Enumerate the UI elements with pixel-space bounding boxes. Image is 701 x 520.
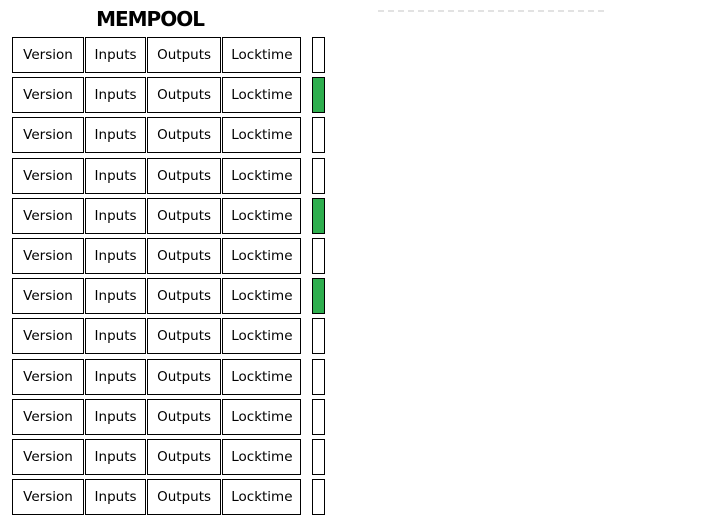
locktime-box: Locktime <box>222 197 302 234</box>
transaction-row: Version Inputs Outputs Locktime <box>12 197 326 234</box>
version-box: Version <box>12 157 84 194</box>
inputs-box: Inputs <box>85 37 146 73</box>
version-box: Version <box>12 318 84 355</box>
inputs-box: Inputs <box>85 197 146 234</box>
outputs-box: Outputs <box>147 197 222 234</box>
locktime-box: Locktime <box>222 318 302 355</box>
mempool-title: MEMPOOL <box>96 7 205 31</box>
transaction-row: Version Inputs Outputs Locktime <box>12 37 326 73</box>
status-box <box>311 237 326 274</box>
status-box <box>311 117 326 154</box>
locktime-box: Locktime <box>222 157 302 194</box>
status-box <box>311 278 326 315</box>
status-box <box>311 37 326 73</box>
outputs-box: Outputs <box>147 398 222 435</box>
version-box: Version <box>12 197 84 234</box>
transaction-row: Version Inputs Outputs Locktime <box>12 278 326 315</box>
status-box <box>311 77 326 114</box>
status-box <box>311 157 326 194</box>
transaction-row: Version Inputs Outputs Locktime <box>12 479 326 516</box>
outputs-box: Outputs <box>147 479 222 516</box>
status-box <box>311 438 326 475</box>
transaction-row: Version Inputs Outputs Locktime <box>12 358 326 395</box>
dashed-separator-line <box>378 10 604 12</box>
inputs-box: Inputs <box>85 237 146 274</box>
version-box: Version <box>12 398 84 435</box>
status-box <box>311 398 326 435</box>
inputs-box: Inputs <box>85 358 146 395</box>
inputs-box: Inputs <box>85 438 146 475</box>
inputs-box: Inputs <box>85 398 146 435</box>
transaction-row: Version Inputs Outputs Locktime <box>12 438 326 475</box>
outputs-box: Outputs <box>147 117 222 154</box>
transaction-row: Version Inputs Outputs Locktime <box>12 398 326 435</box>
transaction-row: Version Inputs Outputs Locktime <box>12 77 326 114</box>
inputs-box: Inputs <box>85 278 146 315</box>
status-box <box>311 197 326 234</box>
version-box: Version <box>12 117 84 154</box>
transaction-row: Version Inputs Outputs Locktime <box>12 117 326 154</box>
outputs-box: Outputs <box>147 237 222 274</box>
inputs-box: Inputs <box>85 117 146 154</box>
locktime-box: Locktime <box>222 117 302 154</box>
inputs-box: Inputs <box>85 479 146 516</box>
outputs-box: Outputs <box>147 77 222 114</box>
status-box <box>311 318 326 355</box>
outputs-box: Outputs <box>147 157 222 194</box>
version-box: Version <box>12 438 84 475</box>
locktime-box: Locktime <box>222 77 302 114</box>
version-box: Version <box>12 237 84 274</box>
inputs-box: Inputs <box>85 157 146 194</box>
outputs-box: Outputs <box>147 278 222 315</box>
locktime-box: Locktime <box>222 358 302 395</box>
locktime-box: Locktime <box>222 278 302 315</box>
version-box: Version <box>12 358 84 395</box>
locktime-box: Locktime <box>222 37 302 73</box>
version-box: Version <box>12 37 84 73</box>
outputs-box: Outputs <box>147 37 222 73</box>
outputs-box: Outputs <box>147 438 222 475</box>
locktime-box: Locktime <box>222 479 302 516</box>
outputs-box: Outputs <box>147 318 222 355</box>
version-box: Version <box>12 278 84 315</box>
transaction-row: Version Inputs Outputs Locktime <box>12 237 326 274</box>
status-box <box>311 479 326 516</box>
version-box: Version <box>12 479 84 516</box>
inputs-box: Inputs <box>85 318 146 355</box>
transaction-row: Version Inputs Outputs Locktime <box>12 318 326 355</box>
locktime-box: Locktime <box>222 398 302 435</box>
version-box: Version <box>12 77 84 114</box>
status-box <box>311 358 326 395</box>
locktime-box: Locktime <box>222 237 302 274</box>
locktime-box: Locktime <box>222 438 302 475</box>
outputs-box: Outputs <box>147 358 222 395</box>
inputs-box: Inputs <box>85 77 146 114</box>
transaction-rows: Version Inputs Outputs Locktime Version … <box>12 37 326 516</box>
transaction-row: Version Inputs Outputs Locktime <box>12 157 326 194</box>
